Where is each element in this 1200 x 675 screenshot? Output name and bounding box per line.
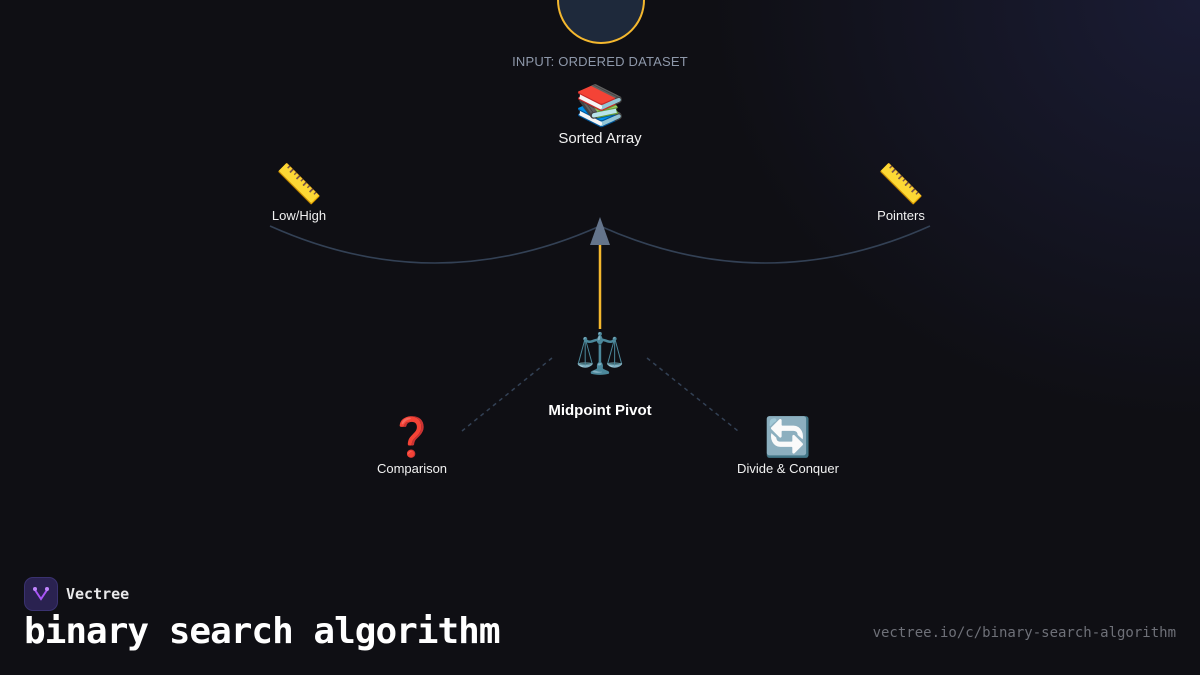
node-label: Midpoint Pivot: [548, 402, 652, 419]
node-label: Divide & Conquer: [737, 461, 839, 476]
vectree-logo-icon: [24, 577, 58, 611]
page-title: binary search algorithm: [24, 611, 500, 652]
edge-pointers: [599, 225, 931, 264]
node-low-high[interactable]: 📏 Low/High: [272, 166, 326, 223]
edge-lowhigh: [269, 225, 601, 264]
edge-comparison: [461, 357, 553, 432]
books-icon: 📚: [575, 84, 625, 128]
node-label: Pointers: [877, 208, 925, 223]
ruler-icon: 📏: [877, 164, 925, 206]
edge-divide-conquer: [646, 357, 739, 432]
balance-scale-icon: ⚖️: [575, 332, 625, 376]
node-pointers[interactable]: 📏 Pointers: [877, 166, 925, 223]
node-label: Low/High: [271, 208, 327, 223]
ruler-icon: 📏: [275, 164, 323, 206]
question-mark-icon: ❓: [388, 417, 436, 459]
brand: Vectree: [24, 577, 129, 611]
input-label: INPUT: ORDERED DATASET: [512, 54, 688, 69]
node-label: Comparison: [376, 461, 448, 476]
node-label: Sorted Array: [558, 130, 642, 147]
node-midpoint-pivot[interactable]: ⚖️ Midpoint Pivot: [548, 334, 651, 419]
node-divide-conquer[interactable]: 🔄 Divide & Conquer: [737, 419, 839, 476]
node-comparison[interactable]: ❓ Comparison: [377, 419, 447, 476]
source-url[interactable]: vectree.io/c/binary-search-algorithm: [872, 625, 1176, 641]
arrowhead-icon: [590, 217, 610, 245]
cycle-arrows-icon: 🔄: [764, 417, 812, 459]
brand-name: Vectree: [66, 585, 130, 603]
node-sorted-array[interactable]: 📚 Sorted Array: [558, 86, 641, 147]
